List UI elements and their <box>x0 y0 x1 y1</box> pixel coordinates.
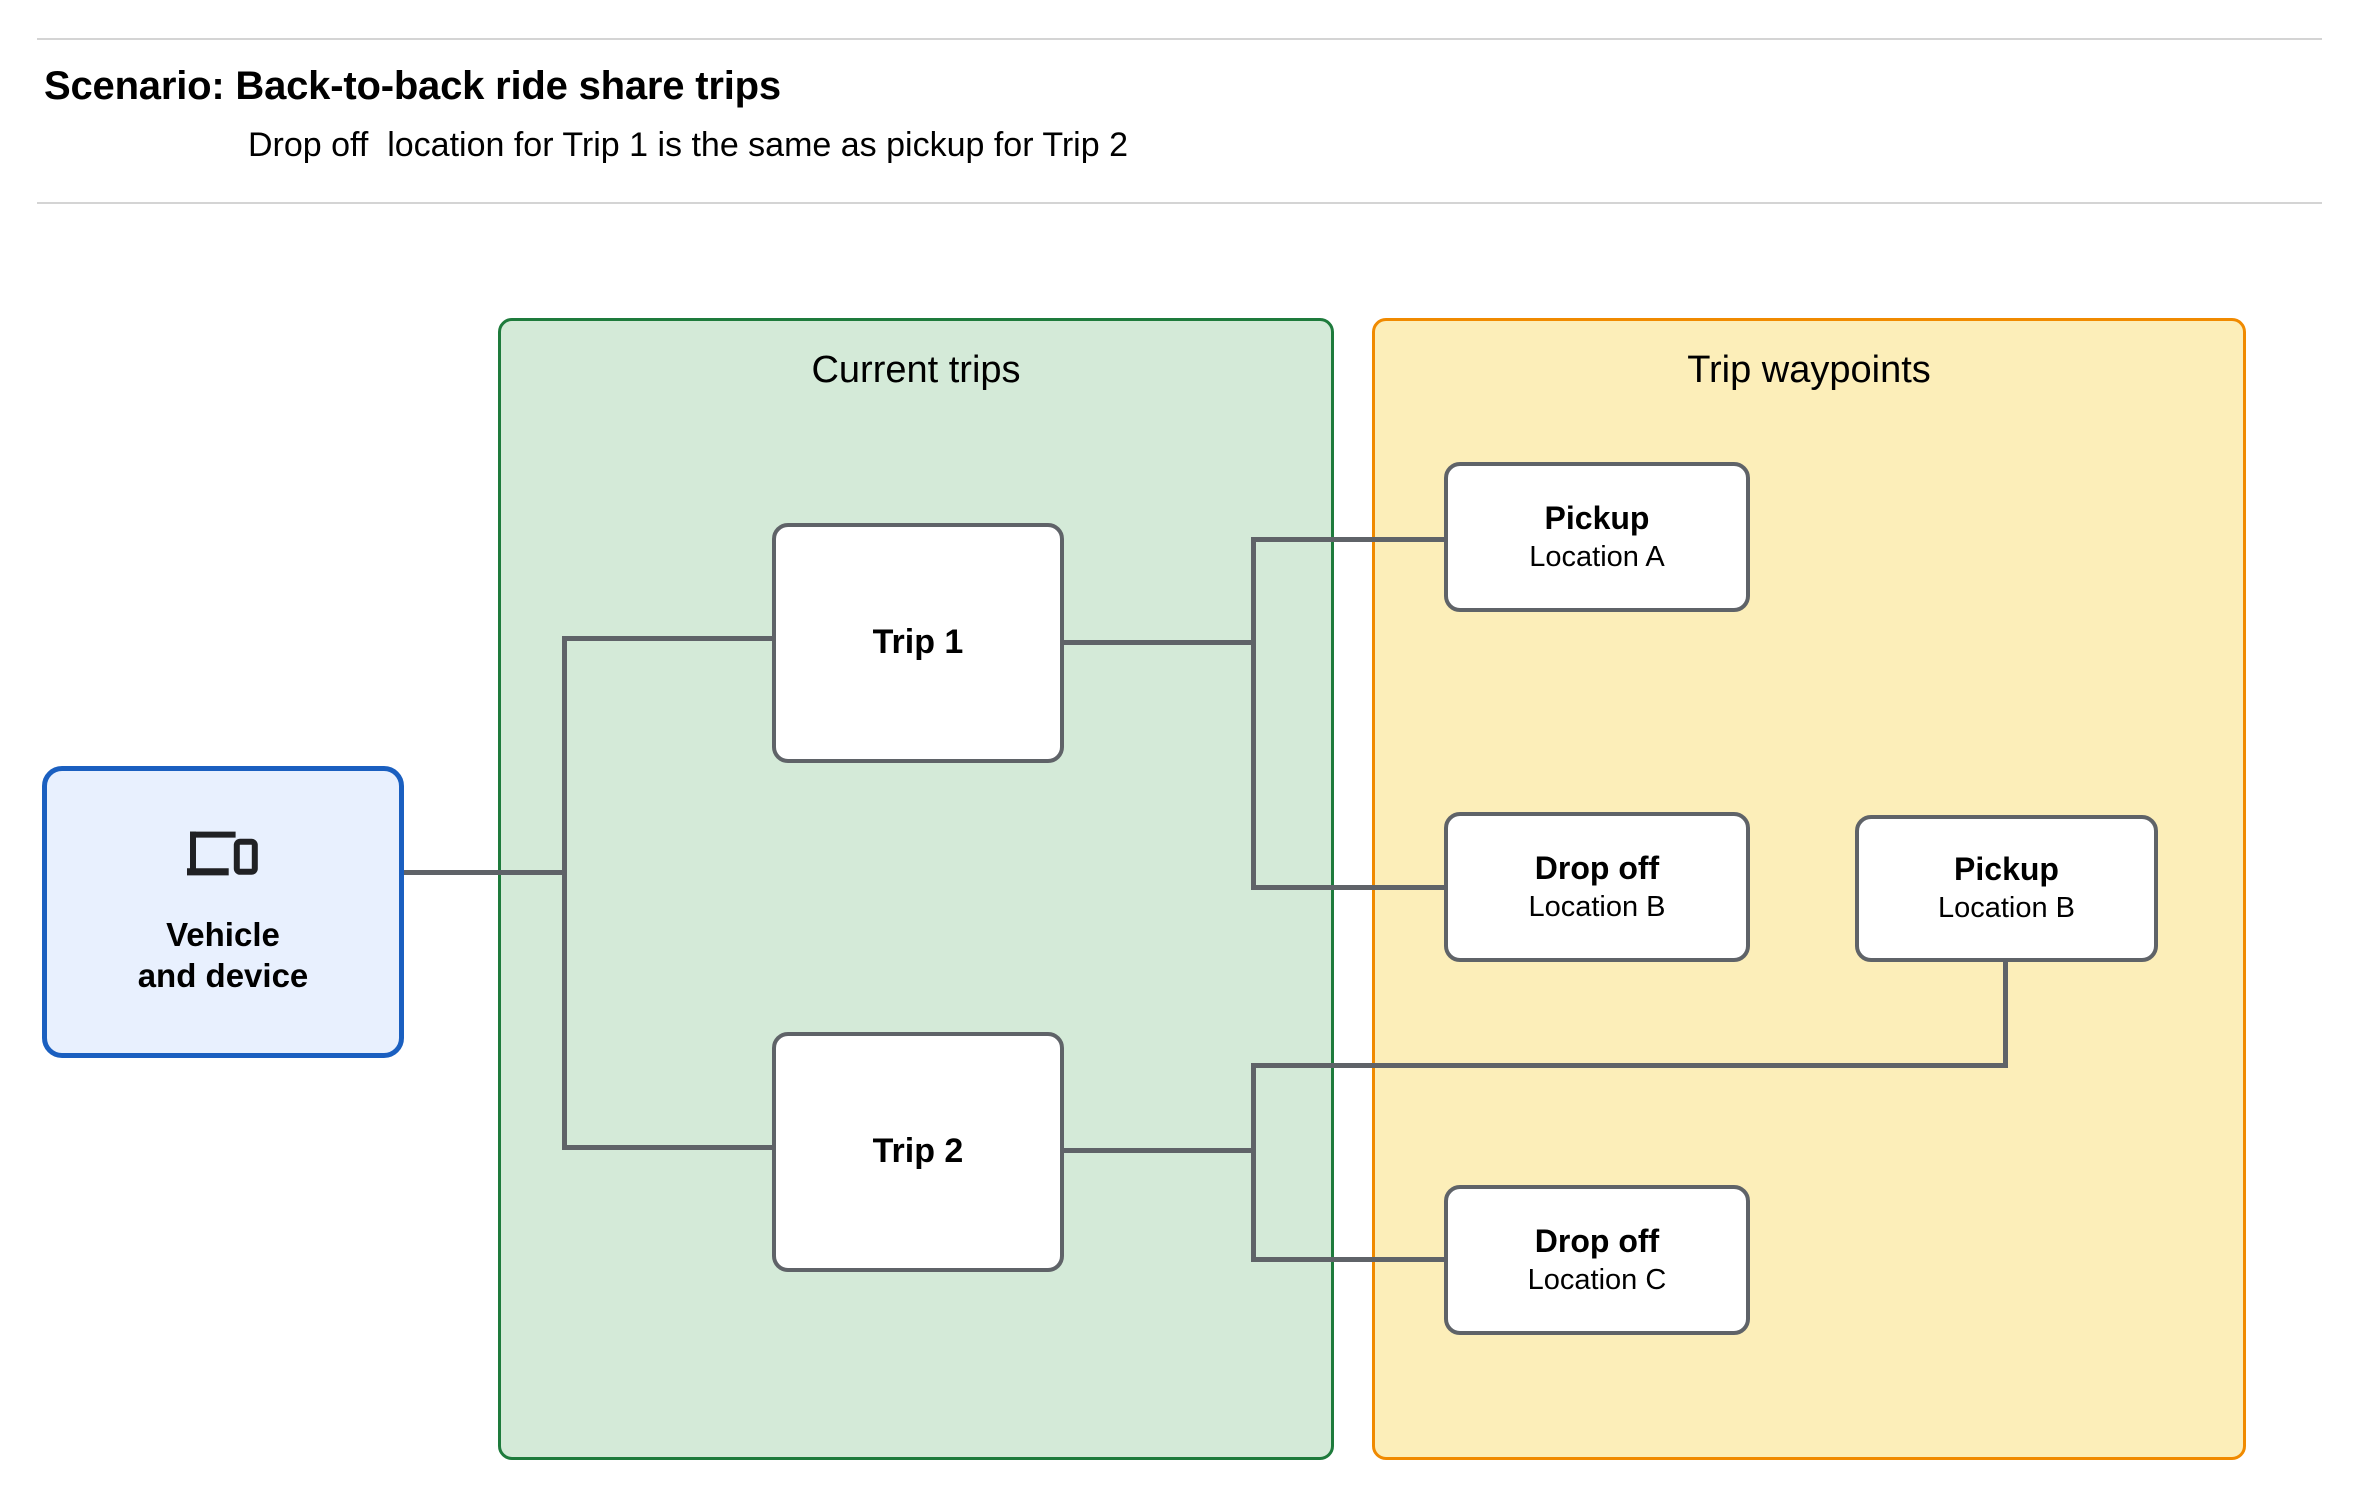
node-dropoff-c-title: Drop off <box>1534 1222 1660 1259</box>
page-title: Scenario: Back-to-back ride share trips <box>44 64 781 108</box>
node-pickup-location-a[interactable]: Pickup Location A <box>1444 462 1750 612</box>
node-pickup-b-location: Location B <box>1937 892 2076 925</box>
node-dropoff-b-title: Drop off <box>1534 849 1660 886</box>
connector-trip-1-junction-vertical <box>1251 537 1256 889</box>
connector-trip-1-to-junction <box>1061 640 1256 645</box>
node-vehicle-and-device[interactable]: Vehicle and device <box>42 766 404 1058</box>
node-pickup-b-title: Pickup <box>1954 851 2059 888</box>
header-divider-top <box>37 38 2322 40</box>
header-divider-bottom <box>37 202 2322 204</box>
connector-trunk-vertical <box>562 636 567 1150</box>
connector-trip-2-junction-vertical <box>1251 1063 1256 1260</box>
connector-trip-1-to-pickup-a <box>1251 537 1447 542</box>
group-current-trips: Current trips <box>498 318 1334 1460</box>
connector-trunk-to-trip-1 <box>562 636 775 641</box>
page-subtitle: Drop off location for Trip 1 is the same… <box>248 126 1128 164</box>
connector-trip-2-to-pickup-b <box>1251 1063 2008 1068</box>
connector-pickup-b-drop <box>2003 960 2008 1066</box>
node-dropoff-b-location: Location B <box>1528 890 1666 923</box>
node-dropoff-c-location: Location C <box>1527 1263 1667 1296</box>
node-trip-2[interactable]: Trip 2 <box>772 1032 1064 1272</box>
connector-trip-2-to-junction <box>1061 1148 1256 1153</box>
node-trip-2-title: Trip 2 <box>872 1132 964 1171</box>
group-trip-waypoints-title: Trip waypoints <box>1687 349 1931 391</box>
connector-trip-1-to-dropoff-b <box>1251 885 1447 890</box>
node-pickup-location-b[interactable]: Pickup Location B <box>1855 815 2158 962</box>
node-trip-1-title: Trip 1 <box>872 623 964 662</box>
node-pickup-a-title: Pickup <box>1544 499 1650 536</box>
devices-icon <box>187 828 259 888</box>
node-dropoff-location-b[interactable]: Drop off Location B <box>1444 812 1750 962</box>
connector-trip-2-to-dropoff-c <box>1251 1257 1447 1262</box>
connector-vehicle-to-junction <box>404 870 567 875</box>
connector-trunk-to-trip-2 <box>562 1145 775 1150</box>
node-vehicle-label: Vehicle and device <box>137 915 309 994</box>
node-trip-1[interactable]: Trip 1 <box>772 523 1064 763</box>
node-pickup-a-location: Location A <box>1529 540 1665 573</box>
node-dropoff-location-c[interactable]: Drop off Location C <box>1444 1185 1750 1335</box>
group-current-trips-title: Current trips <box>811 349 1021 391</box>
